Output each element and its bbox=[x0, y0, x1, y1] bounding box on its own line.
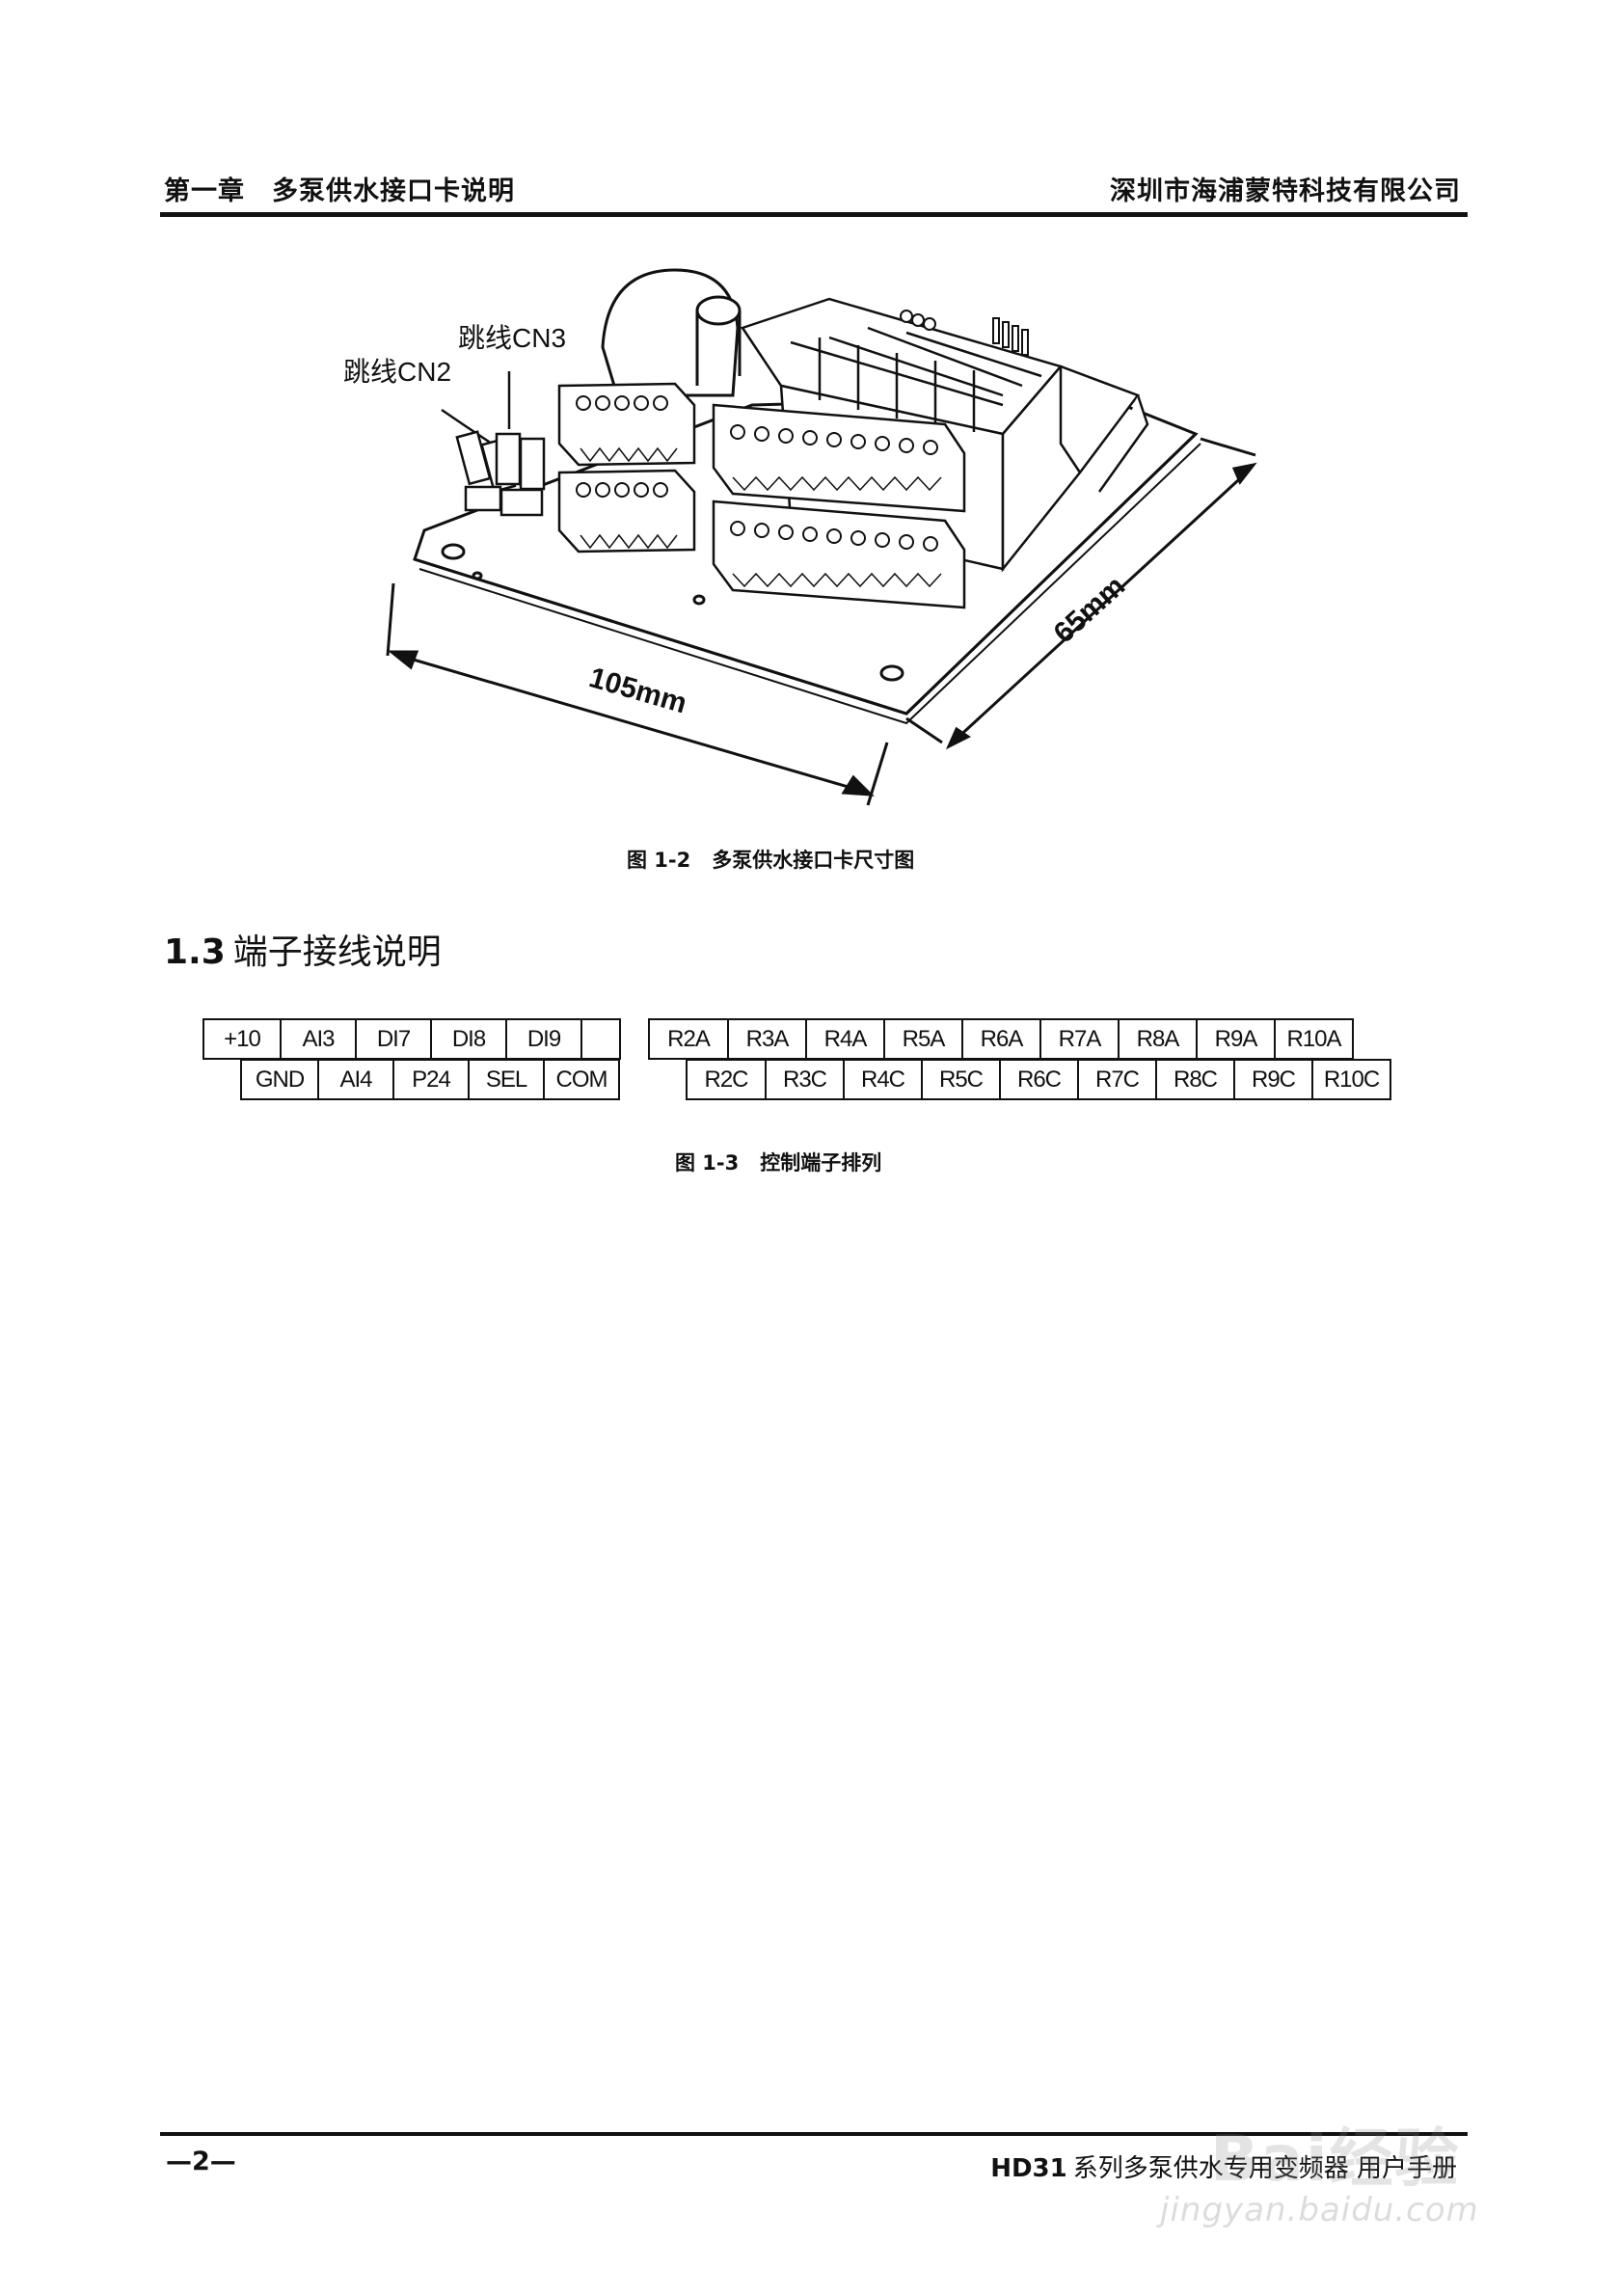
terminal-cell: DI9 bbox=[505, 1018, 582, 1060]
terminal-cell: AI4 bbox=[317, 1059, 394, 1100]
figure-1-2-text: 多泵供水接口卡尺寸图 bbox=[712, 849, 915, 872]
figure-1-3-number: 图 1-3 bbox=[675, 1151, 740, 1175]
terminal-cell: R6C bbox=[999, 1059, 1079, 1100]
terminal-row-analog-top: +10 AI3 DI7 DI8 DI9 bbox=[202, 1018, 621, 1060]
figure-1-2-number: 图 1-2 bbox=[627, 849, 691, 872]
terminal-cell: R4A bbox=[805, 1018, 885, 1060]
terminal-cell: +10 bbox=[202, 1018, 282, 1060]
footer-rule bbox=[160, 2132, 1468, 2136]
terminal-cell: R3C bbox=[765, 1059, 845, 1100]
width-dimension-label: 105mm bbox=[585, 662, 689, 719]
terminal-cell: DI7 bbox=[355, 1018, 432, 1060]
terminal-row-analog-bottom: GND AI4 P24 SEL COM bbox=[240, 1059, 620, 1100]
section-number: 1.3 bbox=[164, 932, 226, 972]
model-name: HD31 bbox=[990, 2154, 1067, 2183]
terminal-cell: R4C bbox=[843, 1059, 923, 1100]
header-pins bbox=[900, 310, 1029, 356]
figure-1-3-text: 控制端子排列 bbox=[760, 1151, 882, 1175]
manual-title: 系列多泵供水专用变频器 用户手册 bbox=[1072, 2154, 1457, 2183]
terminal-cell: R5C bbox=[921, 1059, 1001, 1100]
terminal-cell: R2A bbox=[648, 1018, 729, 1060]
terminal-cell: DI8 bbox=[430, 1018, 507, 1060]
terminal-cell: R8C bbox=[1155, 1059, 1235, 1100]
jumper-cn3-label: 跳线CN3 bbox=[458, 323, 566, 353]
header-rule bbox=[160, 212, 1468, 217]
terminal-cell: R6A bbox=[961, 1018, 1041, 1060]
terminal-cell: R10A bbox=[1274, 1018, 1354, 1060]
terminal-cell: SEL bbox=[468, 1059, 545, 1100]
terminal-cell: R9A bbox=[1196, 1018, 1276, 1060]
depth-dimension bbox=[905, 437, 1257, 750]
terminal-cell: GND bbox=[240, 1059, 319, 1100]
terminal-cell: R8A bbox=[1118, 1018, 1198, 1060]
terminal-cell: R10C bbox=[1311, 1059, 1391, 1100]
terminal-cell: R2C bbox=[686, 1059, 767, 1100]
terminal-cell: R7C bbox=[1077, 1059, 1157, 1100]
page-number: —2— bbox=[166, 2147, 236, 2176]
terminal-blocks bbox=[557, 382, 966, 609]
section-title: 端子接线说明 bbox=[232, 932, 442, 972]
jumper-cn2-label: 跳线CN2 bbox=[343, 357, 451, 387]
watermark-url: jingyan.baidu.com bbox=[1160, 2191, 1479, 2229]
terminal-cell: R7A bbox=[1039, 1018, 1120, 1060]
terminal-cell: R3A bbox=[727, 1018, 807, 1060]
figure-1-2-caption: 图 1-2 多泵供水接口卡尺寸图 bbox=[627, 845, 914, 874]
company-name: 深圳市海浦蒙特科技有限公司 bbox=[1110, 176, 1461, 206]
terminal-row-relay-bottom: R2C R3C R4C R5C R6C R7C R8C R9C R10C bbox=[686, 1059, 1391, 1100]
terminal-cell-empty bbox=[580, 1018, 621, 1060]
width-dimension bbox=[386, 582, 889, 806]
terminal-cell: R9C bbox=[1233, 1059, 1313, 1100]
chapter-title: 第一章 多泵供水接口卡说明 bbox=[164, 176, 515, 206]
board-dimension-drawing: 跳线CN2 跳线CN3 105mm 65mm bbox=[343, 268, 1257, 806]
terminal-row-relay-top: R2A R3A R4A R5A R6A R7A R8A R9A R10A bbox=[648, 1018, 1354, 1060]
terminal-cell: R5A bbox=[883, 1018, 963, 1060]
jumper-cn3 bbox=[495, 371, 546, 517]
figure-1-3-caption: 图 1-3 控制端子排列 bbox=[675, 1148, 881, 1176]
terminal-cell: AI3 bbox=[280, 1018, 357, 1060]
terminal-cell: P24 bbox=[392, 1059, 470, 1100]
terminal-cell: COM bbox=[543, 1059, 620, 1100]
transformer-component bbox=[601, 268, 742, 397]
depth-dimension-label: 65mm bbox=[1048, 570, 1132, 650]
